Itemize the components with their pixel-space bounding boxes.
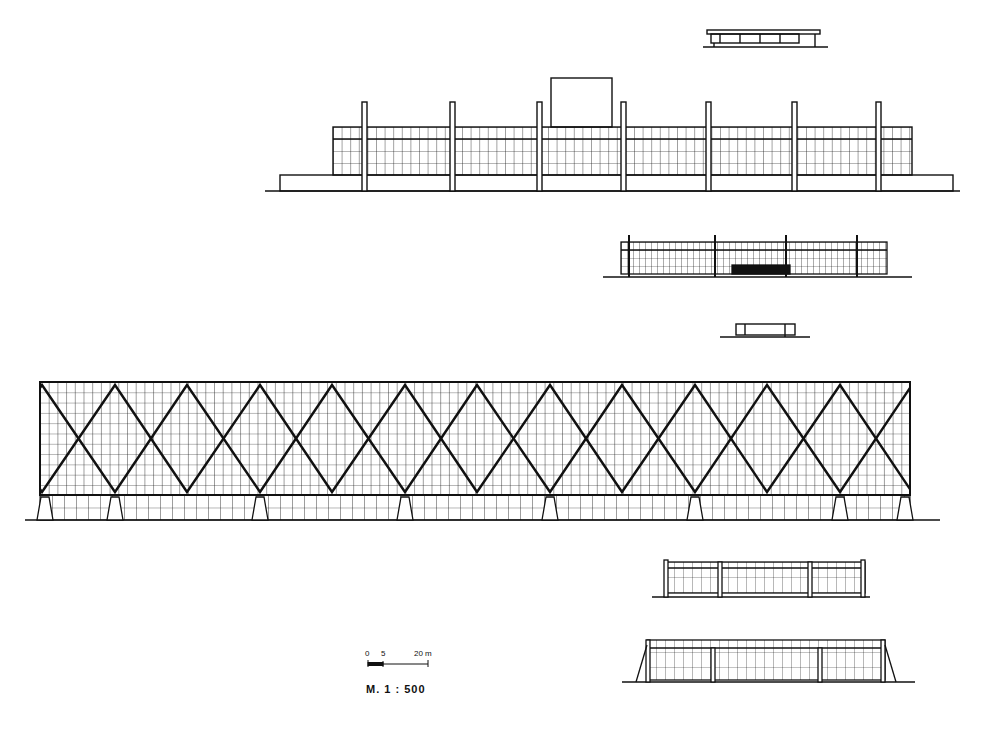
scale-tick-label: 5 bbox=[381, 650, 385, 658]
scale-tick-label: 0 bbox=[365, 650, 369, 658]
scale-note: M. 1 : 500 bbox=[366, 684, 426, 695]
scale-tick-label: 20 m bbox=[414, 650, 432, 658]
